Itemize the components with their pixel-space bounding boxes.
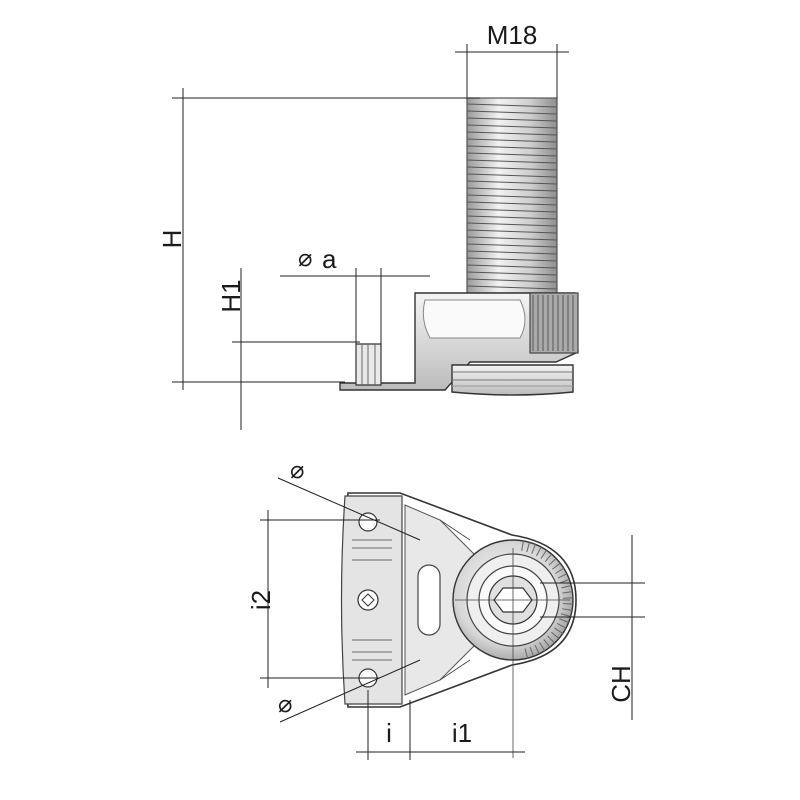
slot	[417, 564, 441, 636]
base-disc	[451, 364, 574, 396]
diameter-symbol-top: ⌀	[290, 456, 304, 484]
hole-diameter-leaders: ⌀ ⌀	[277, 456, 421, 723]
mounting-hole-top	[358, 512, 378, 532]
pitch-i2-label: i2	[246, 590, 276, 610]
top-body	[340, 492, 577, 708]
swivel-housing	[339, 292, 579, 391]
height-ch-label: CH	[606, 665, 636, 703]
diameter-symbol: ⌀	[298, 244, 312, 272]
dimension-m18: M18	[455, 20, 569, 98]
threaded-bolt	[466, 97, 558, 294]
top-view: ⌀ ⌀ i2 i i1 CH	[246, 456, 645, 760]
height-label: H	[157, 230, 187, 249]
center-pin-hole	[357, 589, 379, 611]
dimension-h1: H1	[216, 268, 360, 430]
pitch-i-label: i	[386, 718, 392, 748]
top-centerlines	[455, 548, 570, 758]
side-view: M18 H H1 ⌀ a	[157, 20, 579, 430]
dimension-diameter-a: ⌀ a	[280, 244, 430, 344]
height1-label: H1	[216, 279, 246, 312]
pitch-i1-label: i1	[452, 718, 472, 748]
dimension-i2: i2	[246, 510, 380, 688]
dimension-i-i1: i i1	[356, 690, 525, 760]
dimension-ch: CH	[540, 535, 645, 720]
diameter-symbol-bottom: ⌀	[278, 690, 292, 718]
thread-size-label: M18	[487, 20, 538, 50]
dimension-h: H	[157, 88, 480, 390]
fixing-pin	[355, 343, 382, 386]
diameter-a-label: a	[322, 244, 337, 274]
